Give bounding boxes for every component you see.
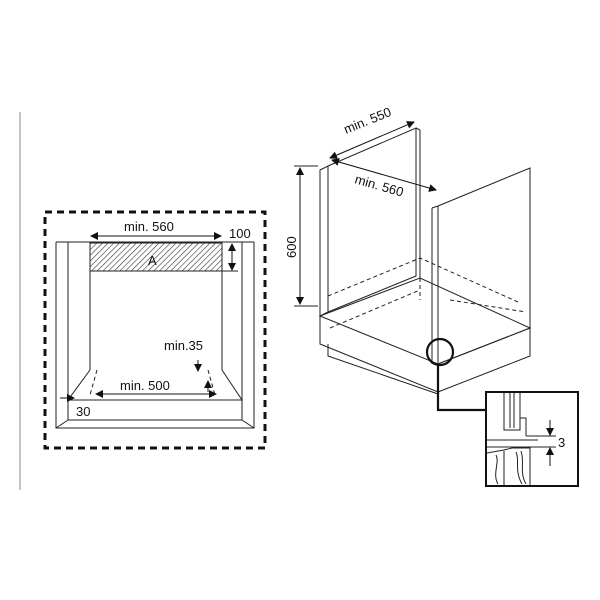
front-view: A min. 560 100 min.35 min. 500 30 xyxy=(43,210,267,450)
cabinet-floor xyxy=(318,277,532,365)
width-bottom-label: min. 500 xyxy=(120,378,170,393)
front-frame-dashed xyxy=(43,210,267,450)
detail-wood-grain xyxy=(486,447,531,485)
depth-dimension-line xyxy=(329,121,415,159)
detail-callout-circle xyxy=(425,337,455,367)
height-label: 600 xyxy=(284,236,299,258)
cabinet-base xyxy=(319,316,439,393)
ventilation-zone-a xyxy=(89,242,223,272)
detail-view: 3 xyxy=(485,391,579,487)
side-offset-label: 30 xyxy=(76,404,90,419)
depth-label: min. 550 xyxy=(342,104,394,137)
detail-gap-label: 3 xyxy=(558,435,565,450)
inner-width-dimension-line xyxy=(331,158,437,192)
zone-a-label: A xyxy=(148,253,157,268)
left-side-panel xyxy=(319,165,329,317)
cabinet-outline xyxy=(55,242,255,429)
right-side-panel xyxy=(437,167,531,365)
perspective-view: min. 550 min. 560 600 xyxy=(284,104,532,412)
detail-leader-line xyxy=(436,366,486,412)
inner-width-label: min. 560 xyxy=(353,171,405,199)
vent-gap-label: min.35 xyxy=(164,338,203,353)
detail-box xyxy=(485,391,579,487)
width-top-label: min. 560 xyxy=(124,219,174,234)
zone-height-label: 100 xyxy=(229,226,251,241)
